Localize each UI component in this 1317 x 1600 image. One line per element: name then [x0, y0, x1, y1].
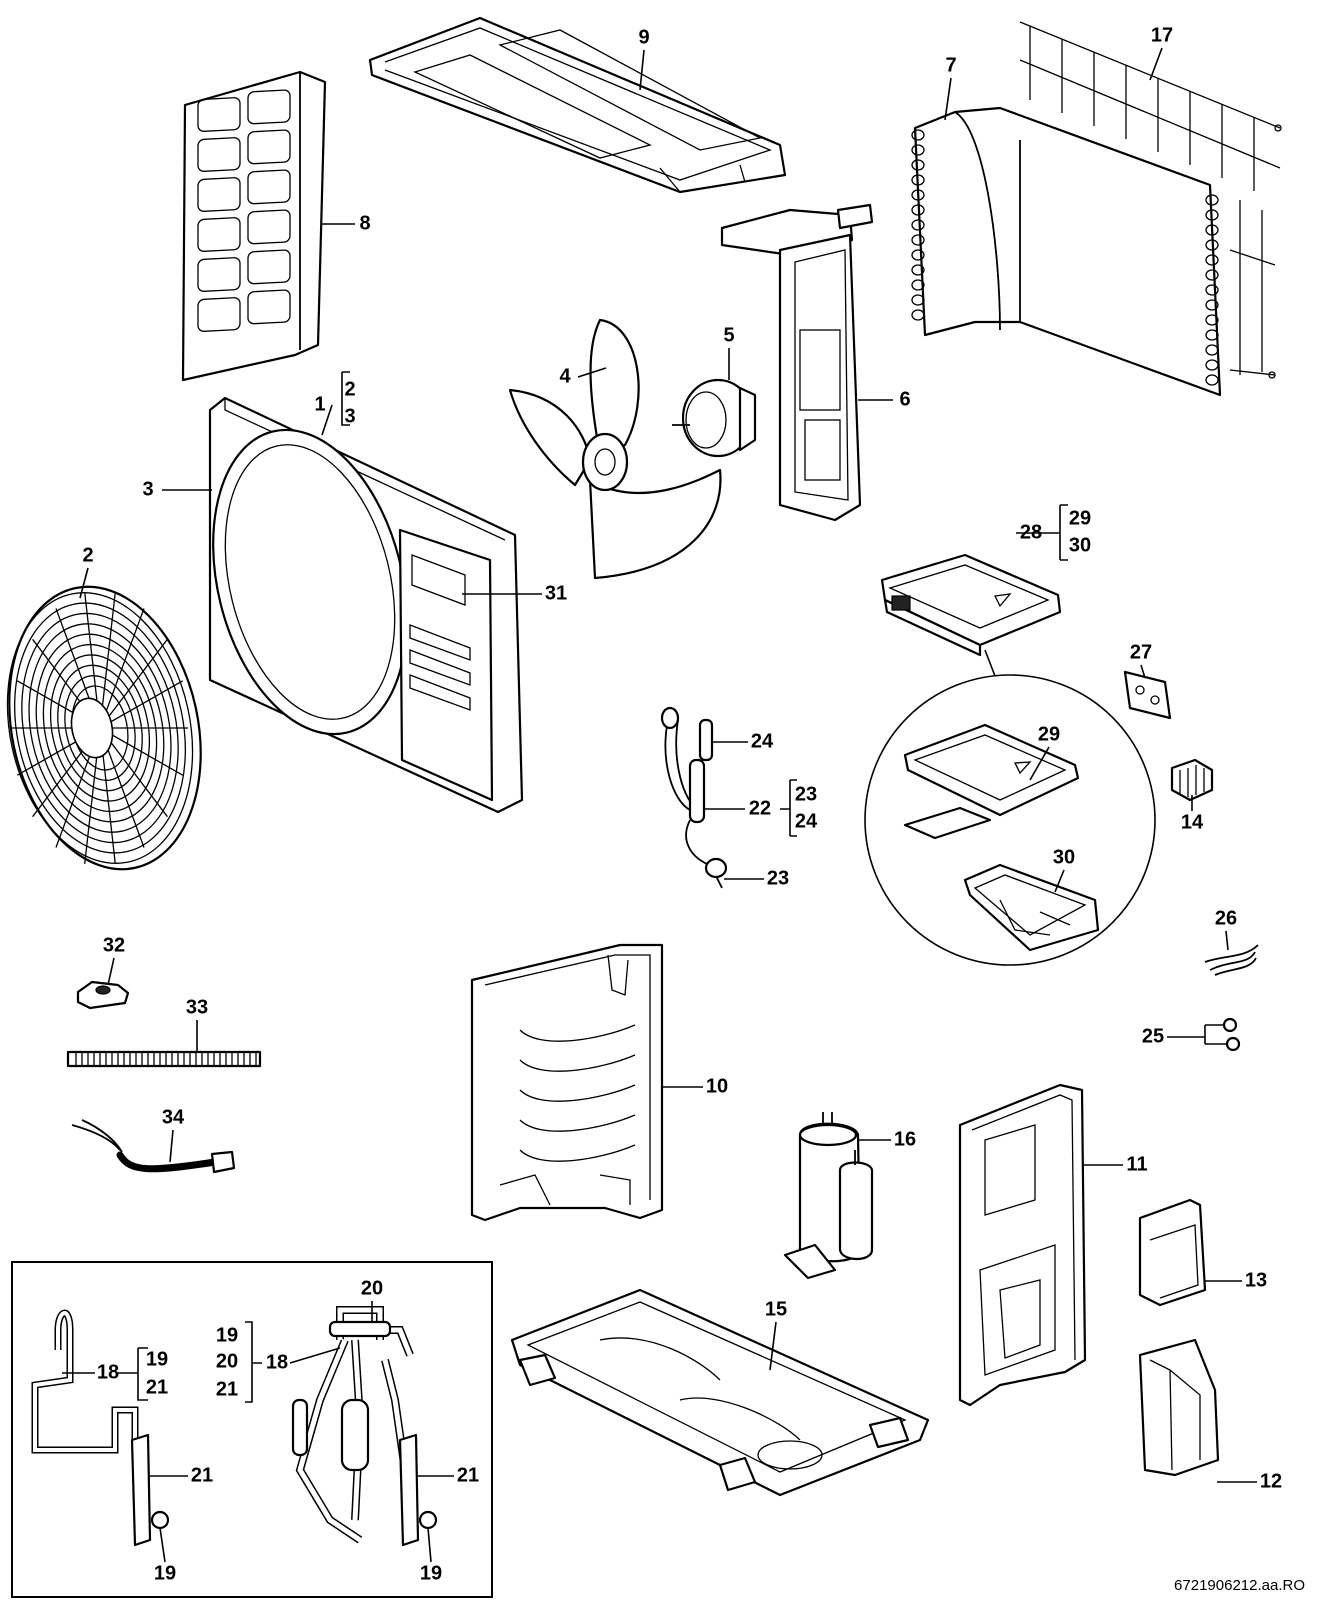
part-10-partition-panel: [470, 943, 664, 1222]
part-5-fan-motor: [672, 378, 757, 458]
callout-c12: 12: [1260, 1470, 1282, 1492]
part-23-sensor-clip: [704, 857, 728, 889]
part-28-control-box: [880, 553, 1062, 657]
callout-c26: 26: [1215, 907, 1237, 929]
part-29-control-board: [903, 723, 1080, 817]
callout-c23a: 23: [795, 783, 817, 805]
part-6-motor-bracket: [720, 203, 874, 522]
part-34-cable-harness: [71, 1119, 236, 1174]
part-33-drain-hose: [66, 1050, 262, 1068]
callout-c29a: 29: [1069, 507, 1091, 529]
part-11-side-panel: [958, 1083, 1087, 1407]
callout-c18a: 18: [97, 1361, 119, 1383]
part-27-terminal-board: [1123, 670, 1172, 720]
reference-code: 6721906212.aa.RO: [1174, 1577, 1305, 1594]
callout-c13: 13: [1245, 1269, 1267, 1291]
callout-c20a: 20: [216, 1350, 238, 1372]
part-22-sensor-assembly: [664, 719, 713, 867]
callout-c19a: 19: [146, 1348, 168, 1370]
callout-c15: 15: [765, 1298, 787, 1320]
part-18-pipe-right: [291, 1306, 414, 1544]
callout-c1b: 3: [344, 405, 355, 427]
callout-c4: 4: [559, 365, 571, 387]
callout-c30b: 30: [1053, 846, 1075, 868]
callout-c25: 25: [1142, 1025, 1164, 1047]
part-26-cable-tie: [1204, 944, 1259, 976]
part-2-fan-guard: [6, 585, 202, 871]
part-14-terminal-block: [1170, 758, 1214, 802]
pipe-assembly-box: [11, 1261, 493, 1598]
callout-c21d: 21: [457, 1464, 479, 1486]
control-box-detail-circle: [864, 649, 1156, 966]
callout-c7: 7: [945, 54, 956, 76]
callout-c5: 5: [723, 324, 734, 346]
part-24-sensor: [660, 706, 714, 762]
callout-labels: 1232345678910111213141516171819212119192…: [82, 24, 1282, 1584]
callout-c21b: 21: [191, 1464, 213, 1486]
part-21-valve-left: [130, 1433, 170, 1547]
part-25-screws: [1222, 1017, 1241, 1052]
callout-c24a: 24: [795, 810, 818, 832]
part-3-front-panel: [208, 396, 524, 814]
part-17-wire-guard: [1019, 21, 1282, 379]
callout-c20b: 20: [361, 1277, 383, 1299]
callout-c30a: 30: [1069, 534, 1091, 556]
callout-c16: 16: [894, 1128, 916, 1150]
part-21-valve-right: [398, 1433, 438, 1547]
callout-c24b: 24: [751, 730, 774, 752]
callout-c27: 27: [1130, 641, 1152, 663]
part-20-service-valve: [328, 1320, 392, 1338]
part-12-electrical-cover: [1138, 1338, 1220, 1477]
part-16-compressor: [783, 1112, 874, 1280]
callout-c17: 17: [1151, 24, 1173, 46]
leader-lines: [62, 47, 1257, 1563]
callout-c33: 33: [186, 996, 208, 1018]
callout-c28: 28: [1020, 521, 1042, 543]
callout-c1: 1: [314, 393, 325, 415]
callout-c10: 10: [706, 1075, 728, 1097]
callout-c19b: 19: [154, 1562, 176, 1584]
part-9-top-cover: [368, 16, 787, 194]
callout-c18b: 18: [266, 1351, 288, 1373]
part-13-valve-cover: [1138, 1198, 1207, 1307]
callout-c2: 2: [82, 544, 93, 566]
callout-c32: 32: [103, 934, 125, 956]
callout-c21c: 21: [216, 1378, 238, 1400]
callout-c3: 3: [142, 478, 153, 500]
callout-c19c: 19: [216, 1324, 238, 1346]
part-18-pipe-left: [31, 1309, 139, 1454]
callout-c19d: 19: [420, 1562, 442, 1584]
part-30-control-box-housing: [963, 863, 1100, 952]
callout-c1a: 2: [344, 378, 355, 400]
callout-c34: 34: [162, 1106, 185, 1128]
callout-c6: 6: [899, 388, 910, 410]
callout-c21a: 21: [146, 1376, 168, 1398]
part-4-fan-blades: [508, 318, 722, 580]
callout-c29b: 29: [1038, 723, 1060, 745]
part-15-base-plate: [510, 1288, 930, 1497]
callout-c14: 14: [1181, 811, 1204, 833]
callout-c9: 9: [638, 26, 649, 48]
part-7-condenser-coil: [911, 106, 1222, 397]
callout-c22: 22: [749, 797, 771, 819]
callout-c23b: 23: [767, 867, 789, 889]
callout-c8: 8: [359, 212, 370, 234]
part-8-side-grille: [181, 70, 327, 382]
part-32-rubber-foot: [76, 980, 130, 1010]
callout-c31: 31: [545, 582, 567, 604]
callout-c11: 11: [1126, 1153, 1147, 1175]
